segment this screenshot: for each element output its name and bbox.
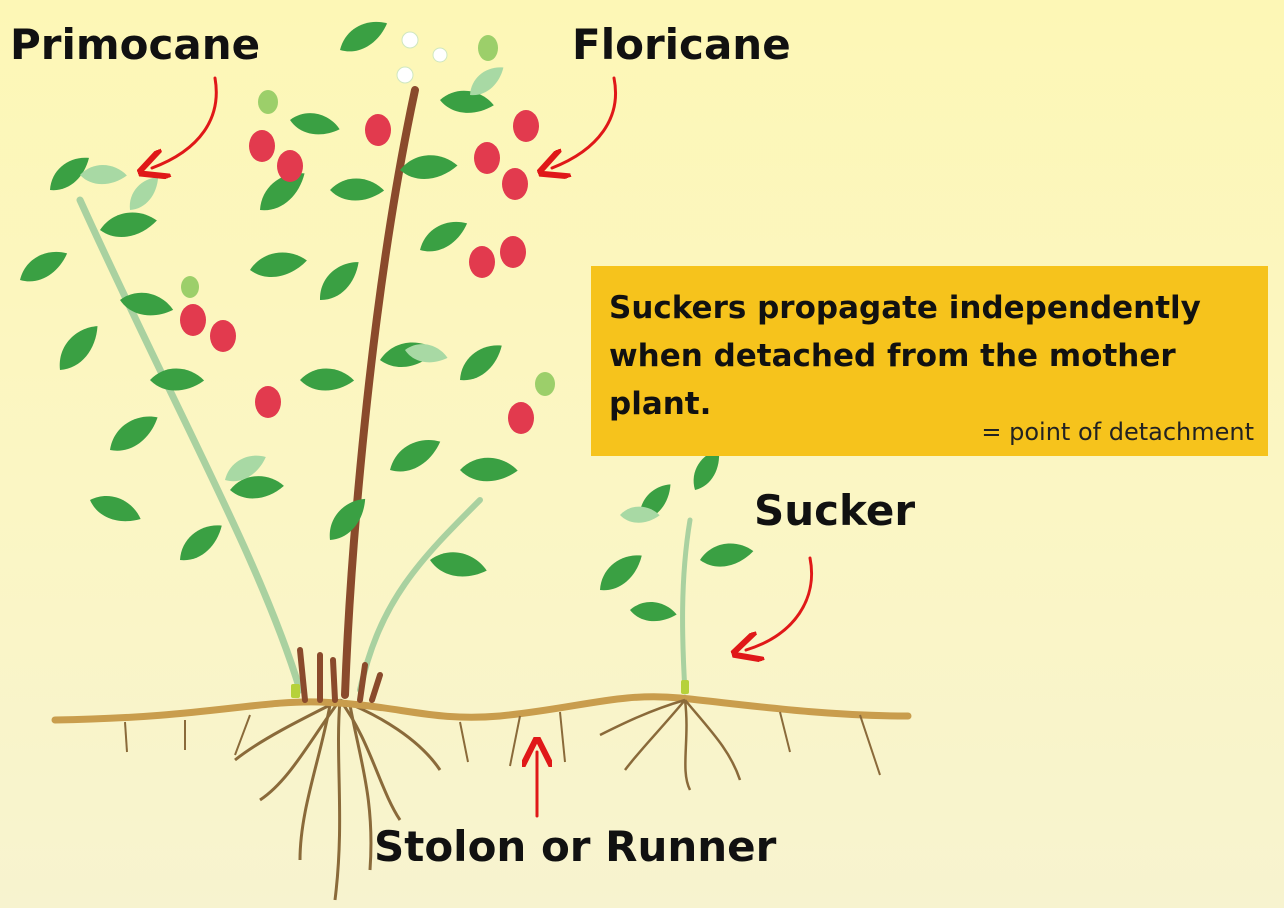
flowers — [396, 31, 448, 84]
detachment-points — [291, 680, 689, 698]
floricane-label: Floricane — [572, 20, 791, 69]
canes — [76, 86, 693, 703]
primocane-arrow-icon — [152, 76, 218, 168]
stolon-label: Stolon or Runner — [374, 822, 777, 871]
detachment-legend: = point of detachment — [981, 418, 1254, 446]
info-box: Suckers propagate independently when det… — [591, 266, 1268, 456]
raspberries — [180, 110, 539, 434]
sucker-label: Sucker — [754, 486, 916, 535]
sucker-arrow-icon — [746, 556, 813, 650]
sucker-roots — [599, 698, 742, 791]
floricane-arrow-icon — [552, 76, 617, 168]
stolon — [51, 693, 912, 791]
primocane-label: Primocane — [10, 20, 261, 69]
info-text: Suckers propagate independently when det… — [609, 290, 1201, 422]
unripe-berries — [181, 35, 555, 396]
